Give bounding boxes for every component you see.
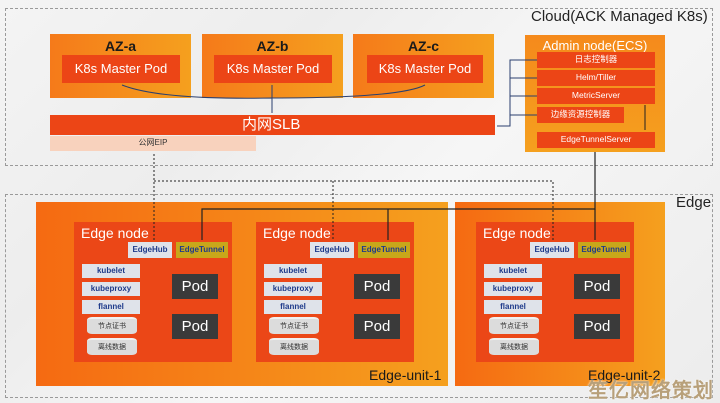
az-a-to-slb-line [121, 84, 273, 113]
edge-unit-label: Edge-unit-1 [369, 367, 442, 383]
pod: Pod [172, 274, 218, 299]
edge-storage: 离线数据 [87, 338, 137, 355]
internal-slb: 内网SLB [50, 115, 495, 135]
edge-unit-label: Edge-unit-2 [588, 367, 661, 383]
pod: Pod [354, 274, 400, 299]
log-controller: 日志控制器 [537, 52, 655, 68]
edge-component: kubelet [82, 264, 140, 278]
edge-node-title: Edge node [483, 225, 551, 241]
edge-component: kubeproxy [484, 282, 542, 296]
edge-component: flannel [484, 300, 542, 314]
admin-node-title: Admin node(ECS) [542, 38, 648, 53]
az-c-to-slb-line [271, 84, 426, 99]
az-title: AZ-c [407, 38, 440, 54]
edge-storage: 节点证书 [489, 317, 539, 334]
edgehub: EdgeHub [530, 242, 574, 258]
edgetunnel: EdgeTunnel [578, 242, 630, 258]
edge-resource-controller: 边缘资源控制器 [537, 107, 624, 123]
admin-to-slb-line [497, 59, 537, 127]
edge-storage: 离线数据 [269, 338, 319, 355]
edge-storage: 节点证书 [87, 317, 137, 334]
edge-node-title: Edge node [263, 225, 331, 241]
pod: Pod [354, 314, 400, 339]
watermark: 笙亿网络策划 [588, 380, 714, 402]
admin-node: Admin node(ECS) 日志控制器 Helm/Tiller Metric… [525, 35, 665, 152]
helm-tiller: Helm/Tiller [537, 70, 655, 86]
edgetunnel-line [201, 152, 596, 240]
pod: Pod [172, 314, 218, 339]
k8s-master-pod: K8s Master Pod [214, 55, 332, 83]
edge-storage: 离线数据 [489, 338, 539, 355]
k8s-master-pod: K8s Master Pod [367, 55, 483, 83]
pod: Pod [574, 314, 620, 339]
edge-component: flannel [82, 300, 140, 314]
az-a: AZ-a K8s Master Pod [50, 34, 191, 98]
metric-server: MetricServer [537, 88, 655, 104]
edge-component: kubelet [484, 264, 542, 278]
edge-region-label: Edge [676, 194, 712, 211]
edge-component: kubelet [264, 264, 322, 278]
edgetunnel: EdgeTunnel [358, 242, 410, 258]
public-eip: 公网EIP [50, 136, 256, 151]
edgehub: EdgeHub [128, 242, 172, 258]
edge-node-title: Edge node [81, 225, 149, 241]
edgehub: EdgeHub [310, 242, 354, 258]
pod: Pod [574, 274, 620, 299]
edge-component: kubeproxy [82, 282, 140, 296]
az-c: AZ-c K8s Master Pod [353, 34, 494, 98]
az-title: AZ-b [256, 38, 289, 54]
k8s-master-pod: K8s Master Pod [62, 55, 180, 83]
edge-tunnel-server: EdgeTunnelServer [537, 132, 655, 148]
edge-component: kubeproxy [264, 282, 322, 296]
az-b: AZ-b K8s Master Pod [202, 34, 343, 98]
cloud-region [5, 8, 713, 166]
slb-label: 内网SLB [242, 116, 301, 133]
edgetunnel: EdgeTunnel [176, 242, 228, 258]
edge-storage: 节点证书 [269, 317, 319, 334]
az-title: AZ-a [104, 38, 137, 54]
edge-region [5, 194, 713, 398]
edge-component: flannel [264, 300, 322, 314]
cloud-region-label: Cloud(ACK Managed K8s) [531, 8, 708, 25]
